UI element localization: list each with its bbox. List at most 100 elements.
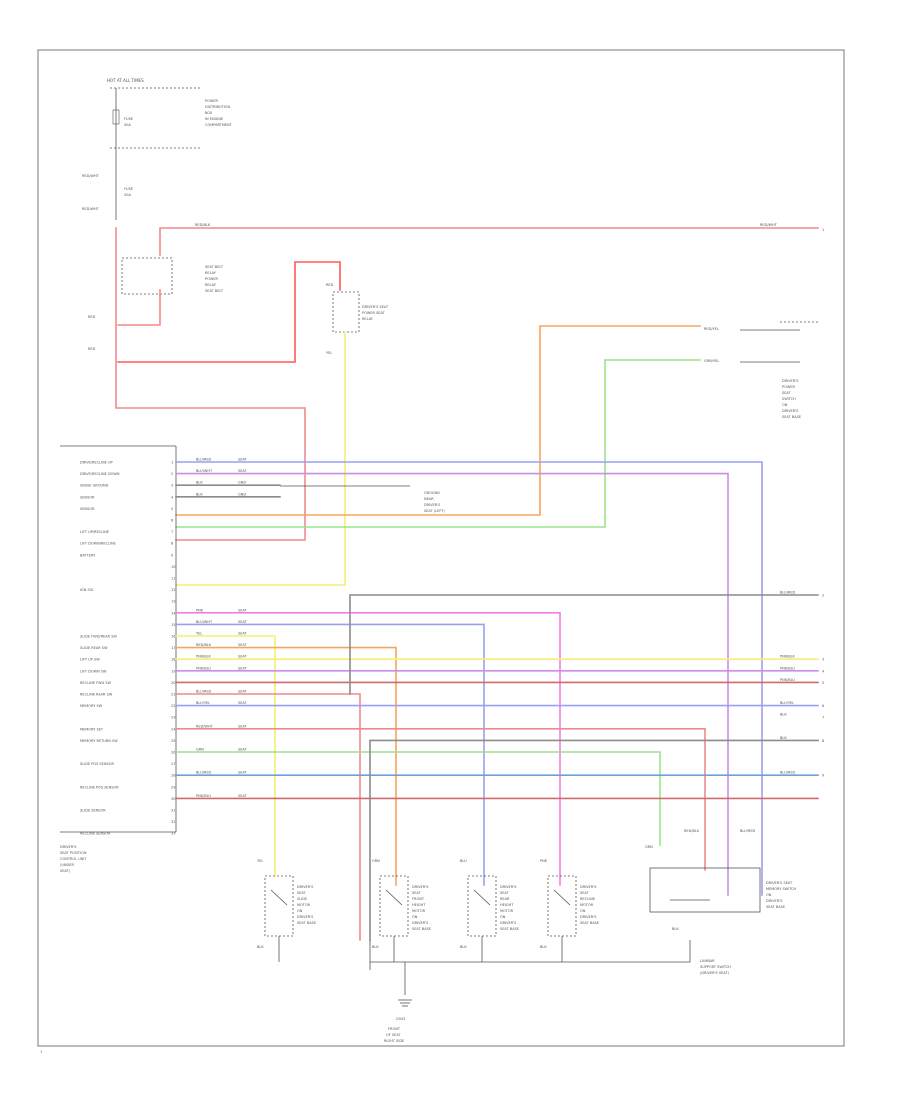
right-connector-number: 2: [822, 594, 824, 598]
fuse2-label: FUSE: [124, 187, 133, 191]
hot-at-all-times-label: HOT AT ALL TIMES: [107, 78, 144, 83]
lumbar-line-2: SUPPORT SWITCH: [700, 965, 731, 969]
switch-line-5: ON: [782, 403, 788, 407]
wire-color-label: PNK: [196, 608, 204, 612]
relay-bright-red-wire: [117, 261, 341, 363]
power-dist-line-3: BOX: [205, 111, 213, 115]
ground-bus-line: [369, 940, 691, 963]
right-wire-label: PNK/BLU: [780, 678, 795, 682]
wire-circuit-label: SEAT: [238, 608, 248, 612]
seat-relay-outline: [332, 291, 360, 333]
sense-ground-place-1: NEAR: [424, 497, 434, 501]
lumbar-line-1: LUMBAR: [700, 959, 715, 963]
motor-label: ON: [580, 909, 586, 913]
pin-label: SLIDE REAR SW: [80, 646, 108, 650]
relay-red-1: RED: [88, 315, 96, 319]
page-footer-number: 1: [40, 1050, 42, 1054]
pin-number: 32: [171, 820, 175, 824]
right-connector-number: 7: [822, 716, 824, 720]
control-unit-footer-5: SEAT): [60, 869, 71, 873]
pin-label: SLIDE FWD/REAR SW: [80, 635, 117, 639]
wire-circuit-label: SEAT: [238, 458, 248, 462]
pin-number: 18: [171, 658, 175, 662]
ground-bus: G503 FRONT OF SEAT RIGHT SIDE: [369, 940, 691, 1043]
motor-label: SEAT BASE: [412, 927, 431, 931]
drivers-seat-relay: DRIVER'S SEAT POWER SEAT RELAY RED YEL: [326, 283, 389, 355]
control-wire: [175, 646, 397, 886]
seat-belt-relay-box: SEAT BELT RELAY POWER RELAY SEAT BELT RE…: [88, 257, 224, 351]
right-connector-number: 8: [822, 739, 824, 743]
pin-label: MEMORY SW: [80, 704, 103, 708]
wire-color-label: BLK: [196, 492, 203, 496]
pin-number: 11: [171, 577, 175, 581]
control-unit-footer-4: (UNDER: [60, 863, 74, 867]
right-connector-number: 9: [822, 774, 824, 778]
pin-number: 15: [171, 623, 175, 627]
switch-line-4: SWITCH: [782, 397, 796, 401]
wire-color-label: RED/WHT: [196, 724, 214, 728]
switch-line-2: POWER: [782, 385, 796, 389]
seat-relay-bottom-wire: YEL: [326, 351, 332, 355]
motor-label: MOTOR: [297, 903, 311, 907]
control-wire: [175, 611, 561, 886]
switch-line-1: DRIVER'S: [782, 379, 799, 383]
motor-label: DRIVER'S: [580, 885, 597, 889]
ground-symbol-icon: [398, 999, 412, 1007]
red-blk-top-wire: [159, 227, 819, 256]
right-connector-number: 4: [822, 669, 825, 673]
wire-circuit-label: SEAT: [238, 748, 248, 752]
pin-number: 30: [171, 797, 175, 801]
pin-number: 14: [171, 611, 176, 615]
motor-label: DRIVER'S: [580, 915, 597, 919]
pin-label: RECLINE REAR SW: [80, 693, 113, 697]
wire-circuit-label: SEAT: [238, 632, 248, 636]
right-connector-numbers: BLU/RED2PNK/BLK3PNK/BLU4PNK/BLU5BLU/YEL6…: [780, 228, 825, 778]
motor-label: DRIVER'S: [500, 885, 517, 889]
drivers-power-seat-switch: RED/YEL GRN/YEL DRIVER'S POWER SEAT SWIT…: [704, 321, 818, 419]
pin-label: LIFT DOWN SW: [80, 669, 107, 673]
pin-number: 22: [171, 704, 175, 708]
motor-label: DRIVER'S: [297, 885, 314, 889]
motor-contact: [553, 889, 571, 906]
wire-circuit-label: SEAT: [238, 690, 248, 694]
motor-label: HEIGHT: [412, 903, 426, 907]
right-wire-label: BLK: [780, 736, 787, 740]
pin-number: 16: [171, 635, 175, 639]
wire-color-label: BLU/RED: [196, 771, 212, 775]
relay-box-line-5: SEAT BELT: [205, 289, 224, 293]
wire-color-label: BLU/RED: [196, 690, 212, 694]
pin-number: 6: [171, 519, 173, 523]
wire-color-label: YEL: [196, 632, 202, 636]
motor-bottom-wire: BLK: [257, 945, 264, 949]
pin-number: 19: [171, 669, 175, 673]
diagram-frame: [37, 49, 845, 1047]
pin-number: 28: [171, 774, 175, 778]
relay-box-line-1: SEAT BELT: [205, 265, 224, 269]
seat-motor: DRIVER'SSEATREARHEIGHTMOTORONDRIVER'SSEA…: [460, 859, 519, 962]
memory-switch-wire-3: BLU/RED: [740, 829, 756, 833]
control-unit-footer-2: SEAT POSITION: [60, 851, 87, 855]
pin-number: 29: [171, 785, 175, 789]
memory-switch-wire-2: RED/BLK: [684, 829, 700, 833]
pin-number: 8: [171, 542, 173, 546]
pin-label: LIFT DOWN/RECLINE: [80, 542, 116, 546]
pin-label: DRIVE/RECLINE UP: [80, 461, 113, 465]
motor-top-wire: PNK: [540, 859, 548, 863]
memory-switch-line-4: DRIVER'S: [766, 899, 783, 903]
wire-color-label: PNK/BLU: [196, 794, 211, 798]
right-connector-number: 6: [822, 704, 824, 708]
pin-label: MEMORY RETURN SW: [80, 739, 118, 743]
red-blk-top-label-right: RED/WHT: [760, 223, 778, 227]
motor-bottom-wire: BLK: [540, 945, 547, 949]
motor-label: REAR: [500, 897, 510, 901]
pin-number: 4: [171, 495, 174, 499]
control-wire: [175, 693, 361, 941]
pin-label: RECLINE SENSOR: [80, 832, 111, 836]
pin-label: IGN SIG: [80, 588, 94, 592]
yellow-ign-wire: [175, 331, 346, 586]
motor-label: SLIDE: [297, 897, 307, 901]
motor-label: DRIVER'S: [412, 921, 429, 925]
